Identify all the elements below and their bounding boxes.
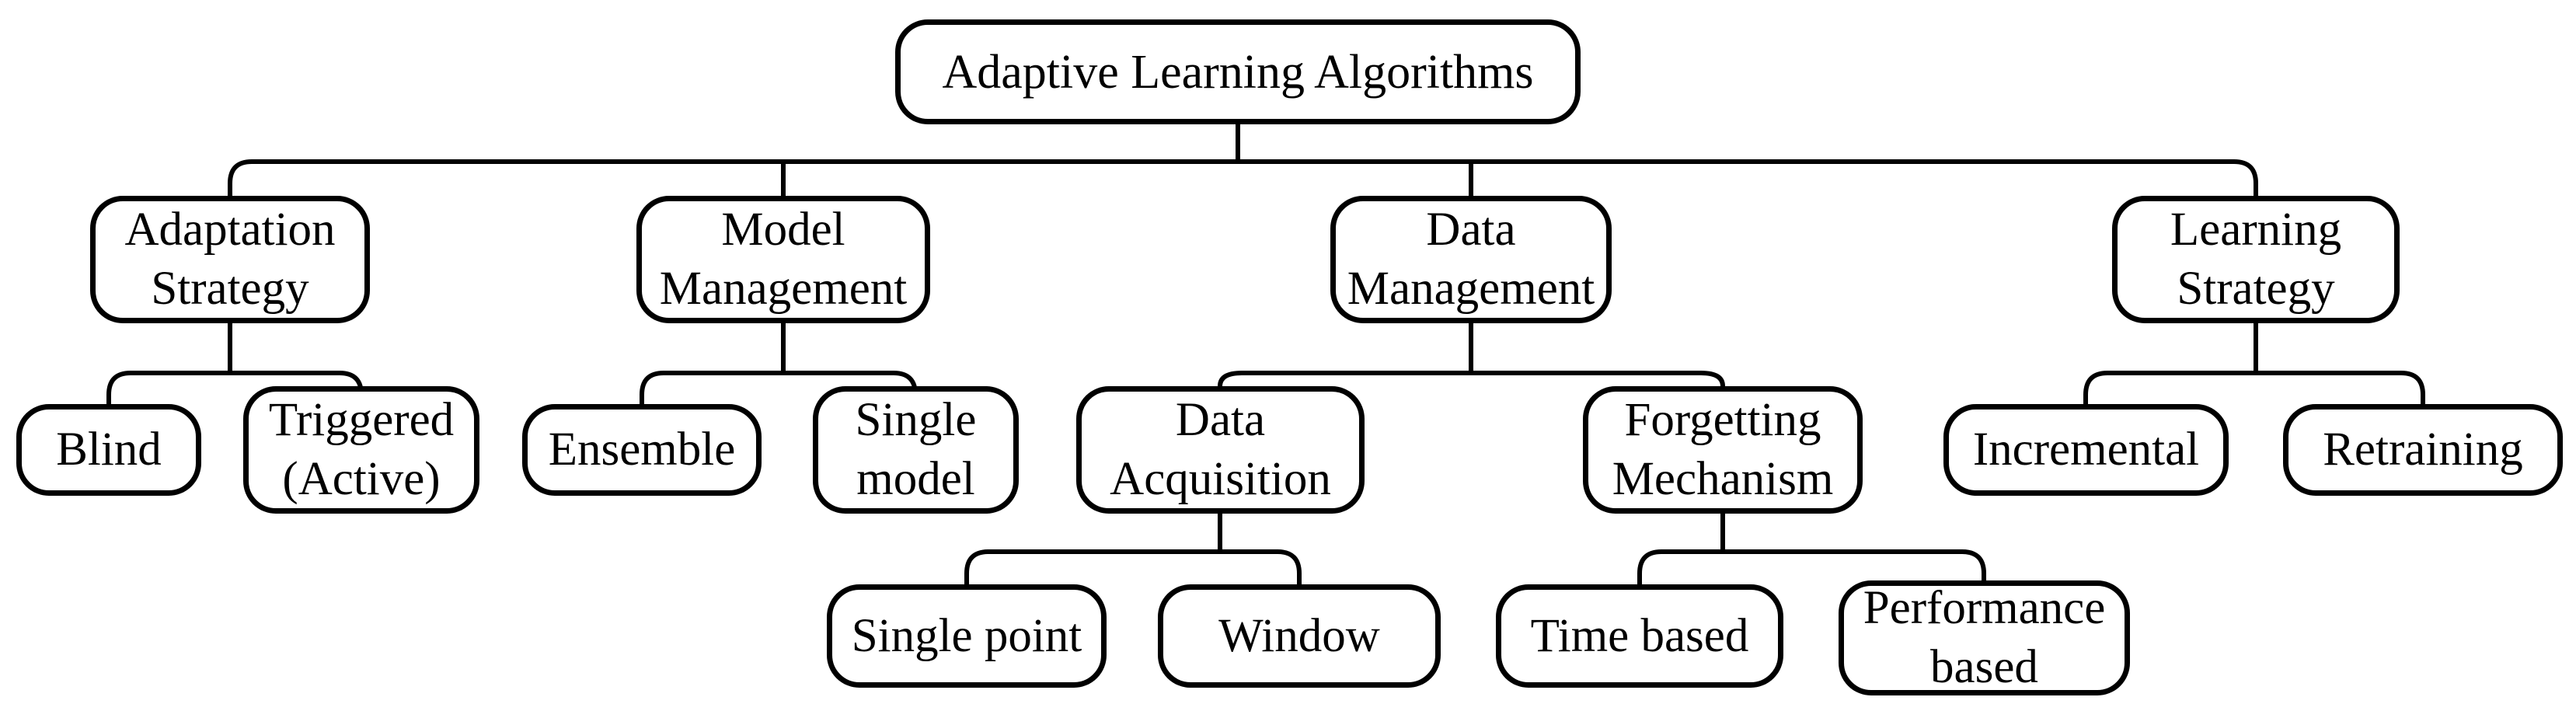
connector-forgetting-bus — [1637, 549, 1986, 584]
connector-data-bus — [1218, 371, 1725, 387]
node-learning-strategy: Learning Strategy — [2112, 196, 2400, 323]
node-time-based: Time based — [1496, 584, 1783, 688]
node-retraining: Retraining — [2283, 404, 2563, 496]
node-data-management: Data Management — [1330, 196, 1612, 323]
node-data-acquisition: Data Acquisition — [1076, 386, 1365, 514]
node-single-point: Single point — [827, 584, 1107, 688]
node-adaptive-learning-algorithms: Adaptive Learning Algorithms — [895, 19, 1581, 124]
node-performance-based: Performance based — [1839, 580, 2130, 695]
node-model-management: Model Management — [636, 196, 930, 323]
node-blind: Blind — [16, 404, 201, 496]
connector-adaptation-bus — [106, 371, 364, 404]
node-incremental: Incremental — [1943, 404, 2229, 496]
node-ensemble: Ensemble — [522, 404, 762, 496]
connector-level1-bus — [228, 159, 2258, 196]
connector-model-bus — [640, 371, 918, 404]
node-window: Window — [1158, 584, 1441, 688]
connector-acquisition-bus — [964, 549, 1302, 584]
node-triggered-active: Triggered (Active) — [243, 386, 479, 514]
node-adaptation-strategy: Adaptation Strategy — [90, 196, 370, 323]
node-single-model: Single model — [813, 386, 1019, 514]
node-forgetting-mechanism: Forgetting Mechanism — [1583, 386, 1863, 514]
connector-learning-bus — [2083, 371, 2425, 404]
